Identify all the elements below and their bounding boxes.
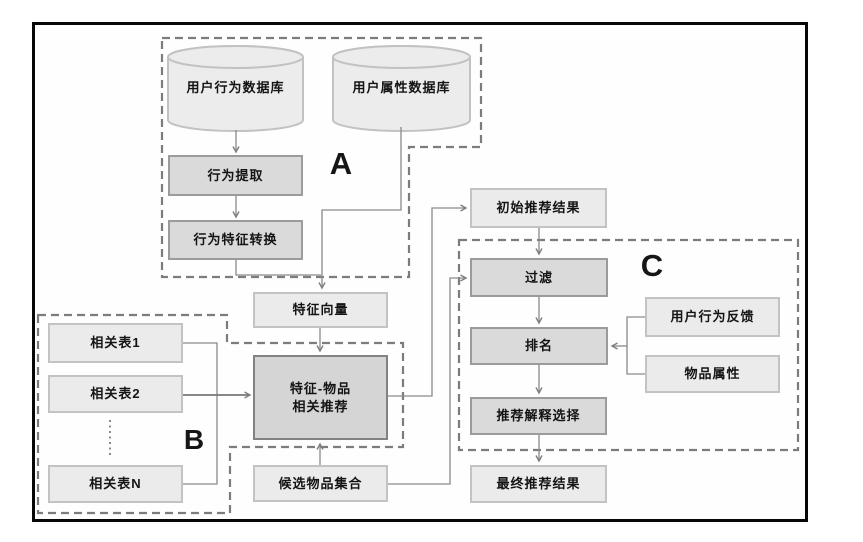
group-label-b: B <box>183 424 205 455</box>
edge-feedback-attrs-merge <box>626 316 645 375</box>
node-related-table-1: 相关表1 <box>48 323 183 363</box>
node-feature-vector: 特征向量 <box>253 292 388 328</box>
node-user-behavior-db: 用户行为数据库 <box>186 80 285 96</box>
edge-convert-to-featurevector <box>235 260 321 276</box>
node-explanation-select: 推荐解释选择 <box>470 397 607 435</box>
node-feature-item-rec: 特征-物品 相关推荐 <box>253 355 388 440</box>
node-behavior-convert: 行为特征转换 <box>168 220 303 260</box>
feature-item-rec-line1: 特征-物品 <box>289 380 352 396</box>
edge-relatedtables-merge <box>183 342 218 485</box>
node-ranking: 排名 <box>470 327 608 365</box>
group-c-outline <box>457 238 800 452</box>
node-user-attr-db: 用户属性数据库 <box>352 80 451 96</box>
database-cylinder-user-behavior-rim <box>167 45 304 69</box>
group-b-outline <box>36 313 405 515</box>
node-user-feedback: 用户行为反馈 <box>645 297 780 337</box>
node-related-table-n: 相关表N <box>48 465 183 503</box>
database-cylinder-user-attr-rim <box>332 45 471 69</box>
node-filter: 过滤 <box>470 258 608 297</box>
node-final-results: 最终推荐结果 <box>470 465 607 503</box>
node-candidate-items: 候选物品集合 <box>253 465 388 502</box>
group-label-c: C <box>640 248 664 283</box>
node-behavior-extract: 行为提取 <box>168 155 303 196</box>
group-label-a: A <box>329 146 353 181</box>
edge-attrdb-to-featurevector <box>318 127 402 290</box>
node-related-table-2: 相关表2 <box>48 375 183 413</box>
edge-featureitem-to-initialresults <box>388 204 468 397</box>
feature-item-rec-line2: 相关推荐 <box>292 398 349 414</box>
edge-candidates-to-filter <box>388 274 468 485</box>
node-initial-results: 初始推荐结果 <box>470 188 607 228</box>
group-a-outline <box>160 36 483 279</box>
node-item-attrs: 物品属性 <box>645 355 780 393</box>
